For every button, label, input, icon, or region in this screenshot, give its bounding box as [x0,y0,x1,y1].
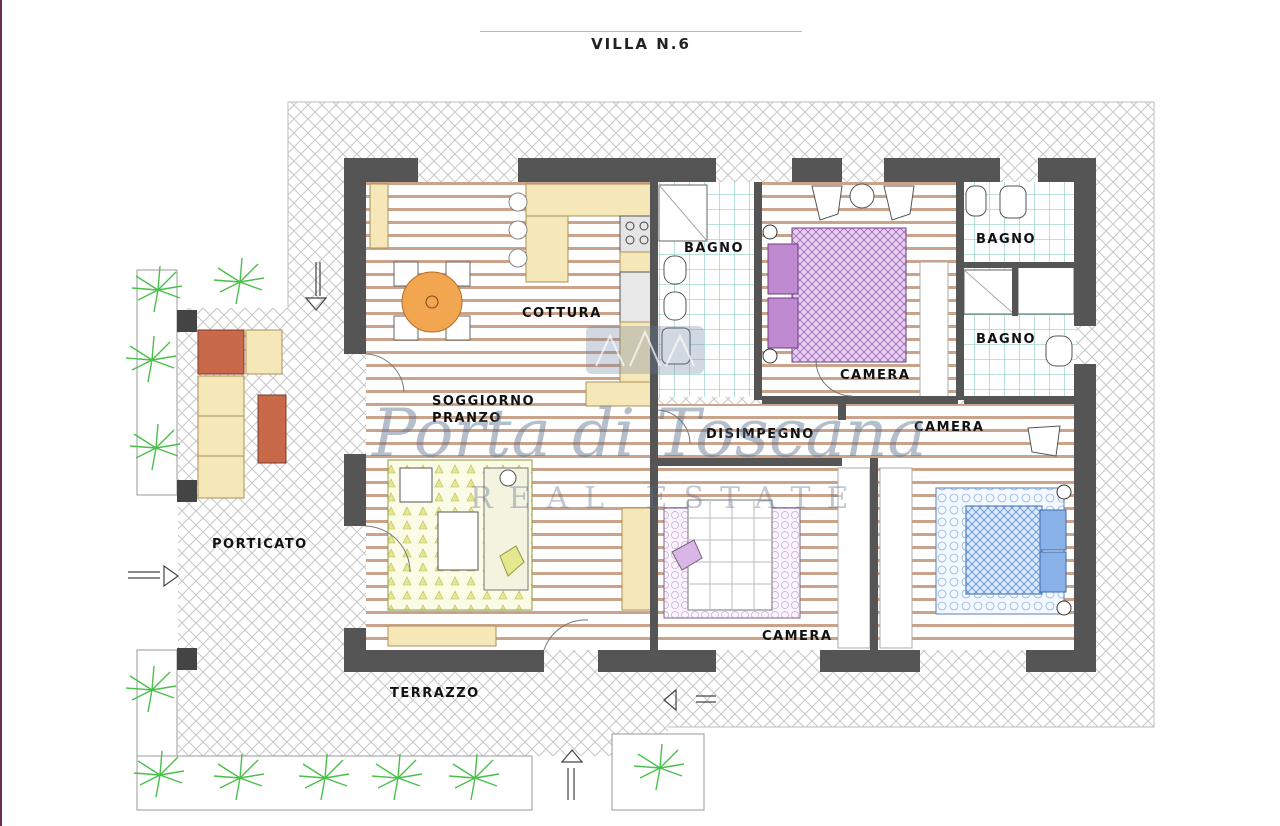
label-pranzo: PRANZO [432,411,502,426]
bed-lilac [663,467,913,649]
walls [344,158,1096,672]
planter-bottom-right [611,733,705,811]
label-cottura: COTTURA [522,306,602,321]
bed-blue [935,425,1072,616]
porch-columns [177,310,197,670]
bed-purple [762,224,949,399]
showers [658,184,1075,315]
entry-markers [128,262,716,800]
plants [125,257,685,801]
label-bagno-1: BAGNO [684,241,744,256]
planter-left [136,269,178,496]
label-camera-1: CAMERA [840,368,911,383]
page-left-border [0,0,2,826]
label-disimpegno: DISIMPEGNO [706,427,815,442]
watermark-tagline: REAL ESTATE [470,481,864,516]
door-swings [365,353,853,651]
label-bagno-3: BAGNO [976,332,1036,347]
watermark-logo [586,326,704,374]
chairs-top [811,183,915,221]
porch-sofa [197,329,287,499]
label-bagno-2: BAGNO [976,232,1036,247]
title-divider [480,31,802,32]
watermark-brand: Porta di Toscana [371,395,927,472]
dining-table [393,261,471,341]
page-title: VILLA N.6 [591,35,691,53]
label-terrazzo: TERRAZZO [390,686,480,701]
label-camera-2: CAMERA [914,420,985,435]
planter-bottom-row [136,755,533,811]
kitchen-counter [369,183,655,407]
label-porticato: PORTICATO [212,537,308,552]
living-set [387,459,655,647]
label-camera-3: CAMERA [762,629,833,644]
label-soggiorno: SOGGIORNO [432,394,535,409]
hallway-floor [656,404,1076,464]
